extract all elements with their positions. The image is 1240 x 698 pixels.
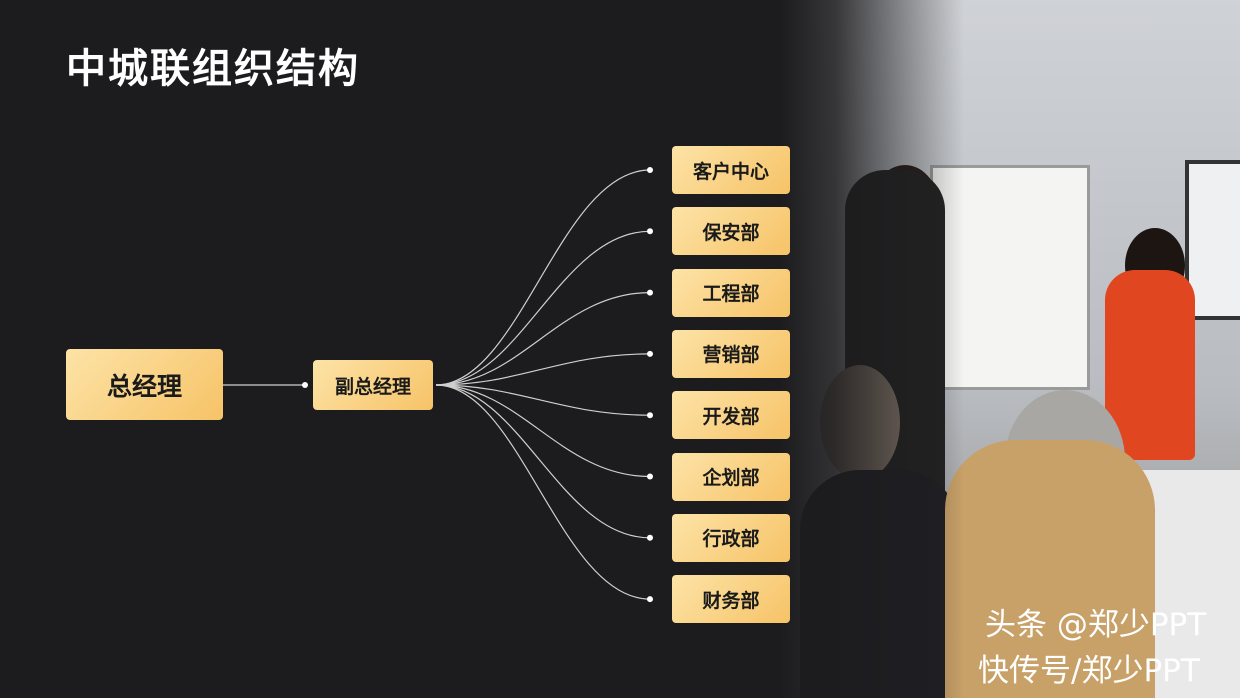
department-box: 开发部 bbox=[672, 391, 790, 440]
branch-line bbox=[435, 353, 651, 386]
watermark: 快传号/郑少PPT bbox=[978, 653, 1200, 689]
slide-title: 中城联组织结构 bbox=[66, 46, 360, 92]
department-box: 营销部 bbox=[672, 329, 790, 378]
deputy-general-manager-box: 副总经理 bbox=[313, 360, 433, 410]
branch-dot bbox=[647, 289, 653, 296]
general-manager-box: 总经理 bbox=[66, 349, 223, 420]
branch-dot bbox=[647, 228, 653, 235]
department-box: 保安部 bbox=[672, 207, 790, 256]
branch-dot bbox=[647, 350, 653, 357]
photo-fade bbox=[780, 0, 1240, 698]
branch-dot bbox=[647, 412, 653, 419]
branch-line bbox=[435, 230, 651, 386]
department-box: 客户中心 bbox=[672, 146, 790, 194]
branch-line bbox=[435, 384, 651, 416]
branch-dot bbox=[647, 473, 653, 480]
department-box: 工程部 bbox=[672, 268, 790, 317]
branch-line bbox=[435, 169, 651, 386]
branch-dot bbox=[647, 167, 653, 173]
branch-line bbox=[435, 384, 651, 478]
department-box: 行政部 bbox=[672, 513, 790, 562]
meeting-photo bbox=[780, 0, 1240, 698]
branch-line bbox=[435, 292, 651, 386]
branch-dot bbox=[647, 596, 653, 603]
branch-line bbox=[435, 384, 651, 539]
department-box: 企划部 bbox=[672, 452, 790, 501]
branch-dot bbox=[647, 534, 653, 541]
watermark: 头条 @郑少PPT bbox=[985, 607, 1207, 643]
branch-line bbox=[435, 384, 651, 600]
connector-dot bbox=[302, 382, 308, 388]
department-box: 财务部 bbox=[672, 575, 790, 624]
